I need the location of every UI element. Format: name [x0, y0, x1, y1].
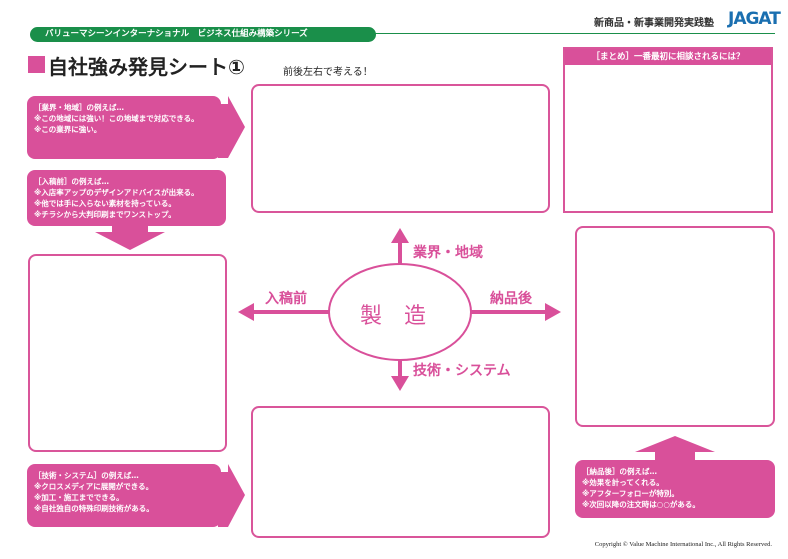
- tech-answer-box[interactable]: [251, 406, 550, 538]
- callout-arrow-down: [95, 224, 165, 250]
- title-square: [28, 56, 45, 73]
- callout-after: ［納品後］の例えば… ※効果を計ってくれる。 ※アフターフォローが特別。 ※次回…: [575, 460, 775, 518]
- before-answer-box[interactable]: [28, 254, 227, 452]
- callout-line: ※加工・施工までできる。: [34, 493, 124, 502]
- copyright: Copyright © Value Machine International …: [594, 541, 772, 548]
- callout-line: ※自社独自の特殊印刷技術がある。: [34, 504, 154, 513]
- page-subtitle: 前後左右で考える！: [283, 67, 373, 78]
- summary-box[interactable]: ［まとめ］一番最初に相談されるには？: [563, 47, 773, 213]
- callout-industry: ［業界・地域］の例えば… ※この地域には強い！この地域まで対応できる。 ※この業…: [27, 96, 221, 159]
- arrow-left-icon: [238, 303, 254, 321]
- callout-tech: ［技術・システム］の例えば… ※クロスメディアに展開ができる。 ※加工・施工まで…: [27, 464, 221, 527]
- callout-line: ※入店率アップのデザインアドバイスが出来る。: [34, 188, 199, 197]
- after-answer-box[interactable]: [575, 226, 775, 427]
- label-tech: 技術・システム: [413, 363, 511, 379]
- callout-line: ［業界・地域］の例えば…: [34, 103, 124, 112]
- callout-line: ※他では手に入らない素材を持っている。: [34, 199, 176, 208]
- page-title: 自社強み発見シート①: [48, 55, 245, 79]
- callout-line: ※アフターフォローが特別。: [582, 489, 679, 498]
- callout-line: ※次回以降の注文時は○○がある。: [582, 500, 700, 509]
- callout-line: ※チラシから大判印刷までワンストップ。: [34, 210, 176, 219]
- callout-before: ［入稿前］の例えば… ※入店率アップのデザインアドバイスが出来る。 ※他では手に…: [27, 170, 226, 226]
- callout-line: ［納品後］の例えば…: [582, 467, 657, 476]
- callout-arrow-up: [635, 436, 715, 462]
- jagat-logo: JAGAT: [728, 9, 781, 29]
- callout-arrow-right-3: [218, 464, 245, 527]
- callout-line: ※この業界に強い。: [34, 125, 102, 134]
- arrow-up-icon: [391, 228, 409, 243]
- industry-answer-box[interactable]: [251, 84, 550, 213]
- arrow-right-icon: [545, 303, 561, 321]
- header-rule: [250, 33, 775, 34]
- center-ellipse: [328, 263, 472, 361]
- center-label: 製 造: [360, 304, 427, 329]
- callout-arrow-right-1: [218, 96, 245, 158]
- callout-line: ［入稿前］の例えば…: [34, 177, 109, 186]
- callout-line: ※この地域には強い！この地域まで対応できる。: [34, 114, 199, 123]
- label-industry: 業界・地域: [413, 245, 483, 261]
- header-org: 新商品・新事業開発実践塾: [594, 18, 714, 29]
- label-after: 納品後: [490, 291, 532, 307]
- arrow-down-icon: [391, 376, 409, 391]
- callout-line: ※クロスメディアに展開ができる。: [34, 482, 154, 491]
- series-banner: バリューマシーンインターナショナル ビジネス仕組み構築シリーズ: [30, 27, 376, 42]
- label-before: 入稿前: [265, 291, 307, 307]
- summary-heading: ［まとめ］一番最初に相談されるには？: [565, 49, 771, 65]
- callout-line: ［技術・システム］の例えば…: [34, 471, 139, 480]
- callout-line: ※効果を計ってくれる。: [582, 478, 664, 487]
